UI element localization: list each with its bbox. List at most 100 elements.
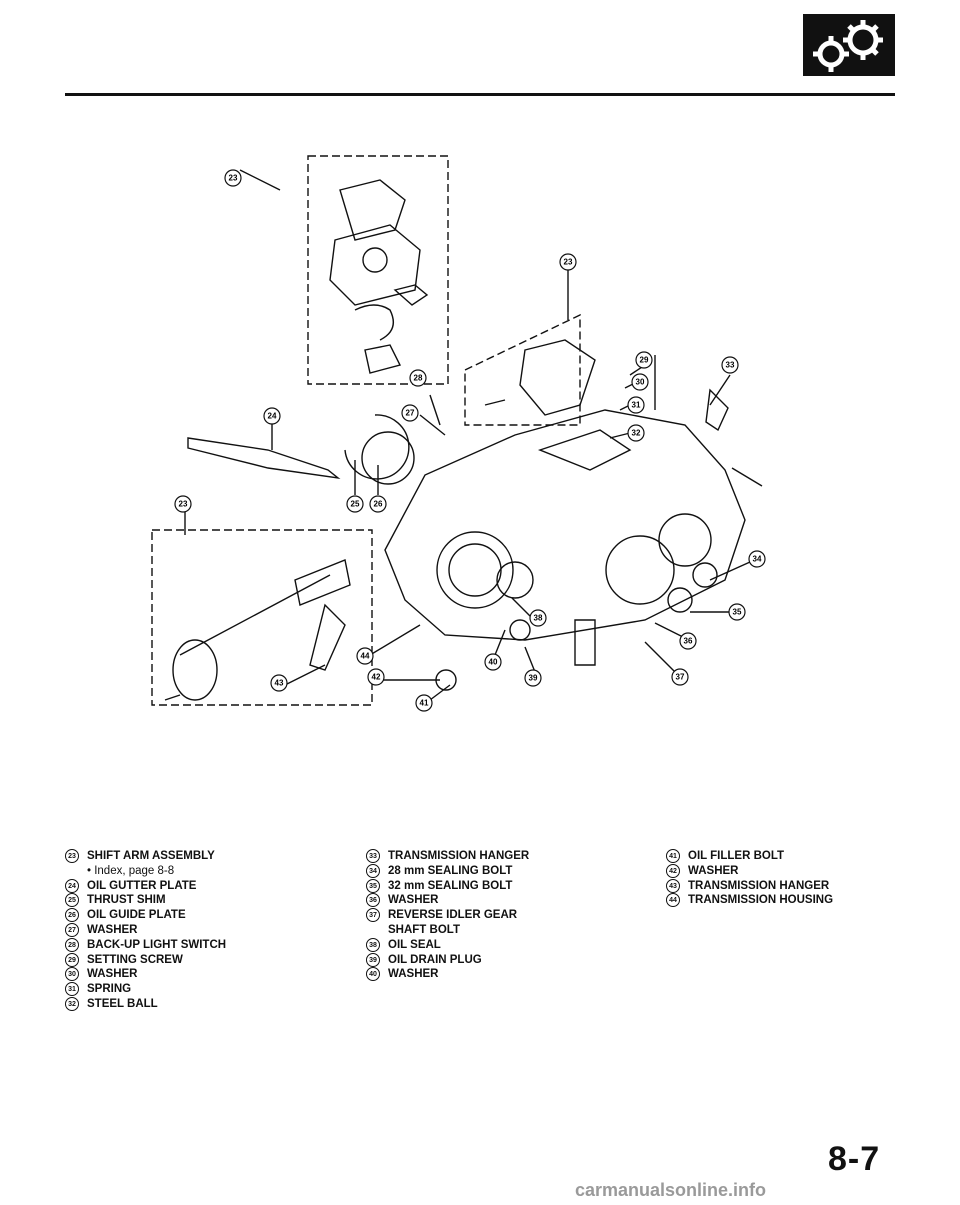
legend-label: OIL GUIDE PLATE	[87, 909, 186, 922]
legend-label: SETTING SCREW	[87, 953, 183, 966]
index-number-badge: 43	[666, 878, 680, 893]
legend-label: SHIFT ARM ASSEMBLY	[87, 850, 215, 862]
svg-text:41: 41	[420, 699, 429, 708]
index-number-badge: 37	[366, 908, 380, 923]
index-number-badge: 30	[65, 967, 79, 982]
callout-23-top: 23	[224, 169, 242, 187]
index-number-badge: 42	[666, 863, 680, 878]
legend-label: TRANSMISSION HANGER	[688, 879, 830, 892]
callout-37: 37	[671, 668, 689, 686]
legend-label: 28 mm SEALING BOLT	[388, 864, 513, 877]
legend-label: WASHER	[87, 923, 138, 936]
index-number-badge: 29	[65, 952, 79, 967]
transmission-gears-icon	[803, 14, 895, 76]
svg-text:34: 34	[753, 555, 762, 564]
index-number-badge: 38	[366, 937, 380, 952]
index-number-badge: 35	[366, 878, 380, 893]
svg-text:26: 26	[374, 500, 383, 509]
svg-text:32: 32	[632, 429, 641, 438]
legend-item: 39 OIL DRAIN PLUG	[366, 952, 529, 968]
legend-item: 34 28 mm SEALING BOLT	[366, 863, 529, 879]
svg-text:24: 24	[268, 412, 277, 421]
legend-label: WASHER	[688, 864, 739, 877]
callout-36: 36	[679, 632, 697, 650]
legend-item: 32 STEEL BALL	[65, 996, 226, 1012]
legend-item: 43 TRANSMISSION HANGER	[666, 878, 833, 894]
callout-28: 28	[409, 369, 427, 387]
index-number-badge: 39	[366, 952, 380, 967]
index-number-badge: 32	[65, 996, 79, 1011]
legend-item: 26 OIL GUIDE PLATE	[65, 908, 226, 923]
index-number-badge: 23	[65, 849, 79, 863]
legend-item: 23 SHIFT ARM ASSEMBLY	[65, 849, 226, 864]
legend-item: 35 32 mm SEALING BOLT	[366, 878, 529, 894]
svg-text:23: 23	[229, 174, 238, 183]
legend-label: 32 mm SEALING BOLT	[388, 879, 513, 892]
legend-label: OIL SEAL	[388, 938, 441, 951]
legend-item: 27 WASHER	[65, 922, 226, 938]
index-number-badge: 36	[366, 893, 380, 908]
legend-label: STEEL BALL	[87, 997, 158, 1010]
legend-label: OIL DRAIN PLUG	[388, 953, 482, 966]
svg-text:43: 43	[275, 679, 284, 688]
svg-text:23: 23	[564, 258, 573, 267]
index-number-badge: 27	[65, 922, 79, 937]
svg-text:33: 33	[726, 361, 735, 370]
legend-label: TRANSMISSION HANGER	[388, 850, 530, 862]
callout-40: 40	[484, 653, 502, 671]
legend-label: TRANSMISSION HOUSING	[688, 894, 834, 907]
legend-label: WASHER	[87, 968, 138, 981]
callout-33: 33	[721, 356, 739, 374]
svg-text:37: 37	[676, 673, 685, 682]
index-number-badge: 44	[666, 893, 680, 908]
callout-35: 35	[728, 603, 746, 621]
callout-34: 34	[748, 550, 766, 568]
svg-text:23: 23	[179, 500, 188, 509]
callout-25: 25	[346, 495, 364, 513]
legend-label: OIL FILLER BOLT	[688, 850, 785, 862]
callout-32: 32	[627, 424, 645, 442]
svg-text:30: 30	[636, 378, 645, 387]
legend-label: WASHER	[388, 894, 439, 907]
legend-item: 30 WASHER	[65, 967, 226, 982]
header-rule	[65, 93, 895, 96]
legend-item: 37 REVERSE IDLER GEAR SHAFT BOLT	[366, 908, 529, 938]
callout-24: 24	[263, 407, 281, 425]
callout-38: 38	[529, 609, 547, 627]
svg-text:44: 44	[361, 652, 370, 661]
index-number-badge: 26	[65, 908, 79, 923]
svg-text:28: 28	[414, 374, 423, 383]
callout-31: 31	[627, 396, 645, 414]
svg-text:38: 38	[534, 614, 543, 623]
svg-text:36: 36	[684, 637, 693, 646]
legend-note: • Index, page 8-8	[87, 864, 175, 877]
callout-26: 26	[369, 495, 387, 513]
index-number-badge: 24	[65, 878, 79, 893]
callout-29: 29	[635, 351, 653, 369]
legend-column-1: 23 SHIFT ARM ASSEMBLY • Index, page 8-8 2…	[65, 849, 226, 1012]
svg-text:39: 39	[529, 674, 538, 683]
callout-42: 42	[367, 668, 385, 686]
legend-label: SPRING	[87, 983, 132, 996]
exploded-view-diagram: 23 24 25 26 27 28 29 30 31 32 33 34 35 3…	[140, 150, 780, 720]
legend-item: 29 SETTING SCREW	[65, 952, 226, 968]
index-number-badge: 34	[366, 863, 380, 878]
index-number-badge: 33	[366, 849, 380, 863]
watermark-text: carmanualsonline.info	[575, 1180, 767, 1200]
callout-27: 27	[401, 404, 419, 422]
legend-item: 41 OIL FILLER BOLT	[666, 849, 833, 864]
index-number-badge: 41	[666, 849, 680, 863]
legend-item: 31 SPRING	[65, 982, 226, 997]
legend-label: REVERSE IDLER GEAR SHAFT BOLT	[388, 909, 518, 936]
index-number-badge: 28	[65, 937, 79, 952]
svg-text:42: 42	[372, 673, 381, 682]
index-number-badge: 31	[65, 982, 79, 997]
legend-item: 42 WASHER	[666, 863, 833, 879]
page-number: 8-7	[828, 1140, 881, 1178]
svg-text:35: 35	[733, 608, 742, 617]
callout-43: 43	[270, 674, 288, 692]
svg-text:40: 40	[489, 658, 498, 667]
